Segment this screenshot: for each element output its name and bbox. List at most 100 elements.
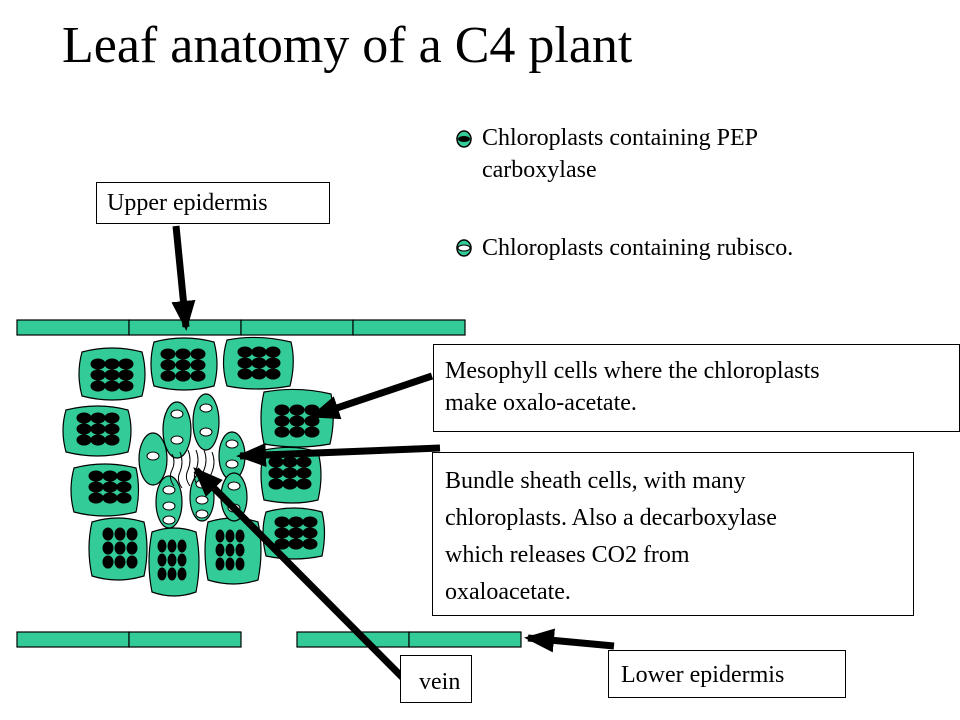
rubisco-chloroplast xyxy=(225,459,239,469)
pep-chloroplast xyxy=(90,380,106,392)
bundle-sheath-label-line: which releases CO2 from xyxy=(445,542,690,568)
mesophyll-arrow xyxy=(309,372,434,420)
pep-chloroplast xyxy=(76,434,92,446)
pep-chloroplast xyxy=(160,348,176,360)
pep-chloroplast xyxy=(289,415,305,427)
pep-chloroplast xyxy=(251,357,267,369)
pep-chloroplast xyxy=(235,529,245,543)
pep-chloroplast xyxy=(289,404,305,416)
rubisco-chloroplast xyxy=(199,403,213,413)
page-title: Leaf anatomy of a C4 plant xyxy=(62,17,633,74)
pep-chloroplast xyxy=(302,516,318,528)
pep-chloroplast xyxy=(90,423,106,435)
pep-chloroplast xyxy=(175,370,191,382)
pep-chloroplast xyxy=(114,541,126,555)
pep-chloroplast xyxy=(215,529,225,543)
pep-chloroplast xyxy=(76,412,92,424)
rubisco-chloroplast xyxy=(146,451,160,461)
pep-chloroplast xyxy=(296,478,312,490)
pep-chloroplast xyxy=(102,481,118,493)
pep-chloroplast xyxy=(288,538,304,550)
rubisco-chloroplast xyxy=(225,439,239,449)
pep-chloroplast xyxy=(265,346,281,358)
bundle-sheath-cell xyxy=(192,393,220,451)
pep-chloroplast xyxy=(104,412,120,424)
pep-chloroplast xyxy=(90,369,106,381)
pep-chloroplast xyxy=(274,527,290,539)
pep-chloroplast xyxy=(167,567,177,581)
pep-chloroplast xyxy=(88,481,104,493)
pep-chloroplast xyxy=(88,492,104,504)
lower-epidermis-arrow xyxy=(524,628,615,653)
pep-chloroplast xyxy=(177,553,187,567)
rubisco-chloroplast xyxy=(195,509,209,519)
bundle-sheath-arrow xyxy=(236,442,441,467)
pep-chloroplast xyxy=(175,348,191,360)
pep-chloroplast xyxy=(215,543,225,557)
pep-chloroplast xyxy=(288,516,304,528)
upper-epidermis-arrow xyxy=(171,225,196,331)
upper-epidermis-label: Upper epidermis xyxy=(96,182,330,224)
pep-chloroplast xyxy=(118,358,134,370)
pep-chloroplast xyxy=(157,553,167,567)
pep-chloroplast xyxy=(90,358,106,370)
upper-epidermis-layer xyxy=(16,319,466,336)
bundle-sheath-label-line: chloroplasts. Also a decarboxylase xyxy=(445,505,777,531)
pep-chloroplast xyxy=(118,369,134,381)
pep-chloroplast xyxy=(235,557,245,571)
pep-chloroplast xyxy=(282,467,298,479)
pep-chloroplast xyxy=(90,434,106,446)
pep-chloroplast xyxy=(225,529,235,543)
pep-chloroplast xyxy=(90,412,106,424)
mesophyll-label-line: make oxalo-acetate. xyxy=(445,390,637,416)
rubisco-chloroplast xyxy=(170,435,184,445)
pep-chloroplast xyxy=(225,557,235,571)
pep-chloroplast xyxy=(268,456,284,468)
pep-chloroplast xyxy=(102,470,118,482)
pep-chloroplast xyxy=(237,368,253,380)
pep-chloroplast xyxy=(274,426,290,438)
pep-chloroplast xyxy=(177,567,187,581)
pep-chloroplast xyxy=(289,426,305,438)
bundle-sheath-cell xyxy=(162,401,192,459)
rubisco-chloroplast xyxy=(162,501,176,511)
rubisco-chloroplast xyxy=(162,515,176,525)
pep-chloroplast xyxy=(237,357,253,369)
vein-arrow xyxy=(193,467,411,686)
pep-chloroplast xyxy=(190,359,206,371)
pep-chloroplast xyxy=(235,543,245,557)
bundle-sheath-label: Bundle sheath cells, with many chloropla… xyxy=(432,452,914,616)
rubisco-chloroplast xyxy=(199,427,213,437)
pep-chloroplast xyxy=(157,539,167,553)
bundle-sheath-label-line: Bundle sheath cells, with many xyxy=(445,468,746,494)
pep-chloroplast xyxy=(76,423,92,435)
pep-chloroplast xyxy=(274,415,290,427)
pep-chloroplast xyxy=(282,478,298,490)
pep-chloroplast xyxy=(104,423,120,435)
pep-chloroplast xyxy=(302,538,318,550)
pep-chloroplast xyxy=(104,358,120,370)
lower-epidermis-layer xyxy=(16,631,522,648)
pep-chloroplast xyxy=(215,557,225,571)
pep-chloroplast xyxy=(167,553,177,567)
rubisco-chloroplast xyxy=(227,481,241,491)
rubisco-chloroplast xyxy=(162,485,176,495)
pep-chloroplast xyxy=(160,370,176,382)
pep-chloroplast xyxy=(118,380,134,392)
pep-chloroplast xyxy=(102,555,114,569)
legend-pep-label-line: Chloroplasts containing PEP xyxy=(482,125,758,151)
legend-pep-label: Chloroplasts containing PEP carboxylase xyxy=(482,122,758,186)
legend-rubisco-label: Chloroplasts containing rubisco. xyxy=(482,235,794,261)
pep-chloroplast xyxy=(167,539,177,553)
mesophyll-label: Mesophyll cells where the chloroplasts m… xyxy=(433,344,960,432)
mesophyll-label-line: Mesophyll cells where the chloroplasts xyxy=(445,358,820,384)
legend-rubisco-icon xyxy=(456,239,472,257)
bundle-sheath-label-line: oxaloacetate. xyxy=(445,579,571,605)
legend-pep-icon xyxy=(456,130,472,148)
pep-chloroplast xyxy=(296,456,312,468)
pep-chloroplast xyxy=(237,346,253,358)
pep-chloroplast xyxy=(157,567,167,581)
pep-chloroplast xyxy=(268,467,284,479)
rubisco-chloroplast xyxy=(170,409,184,419)
